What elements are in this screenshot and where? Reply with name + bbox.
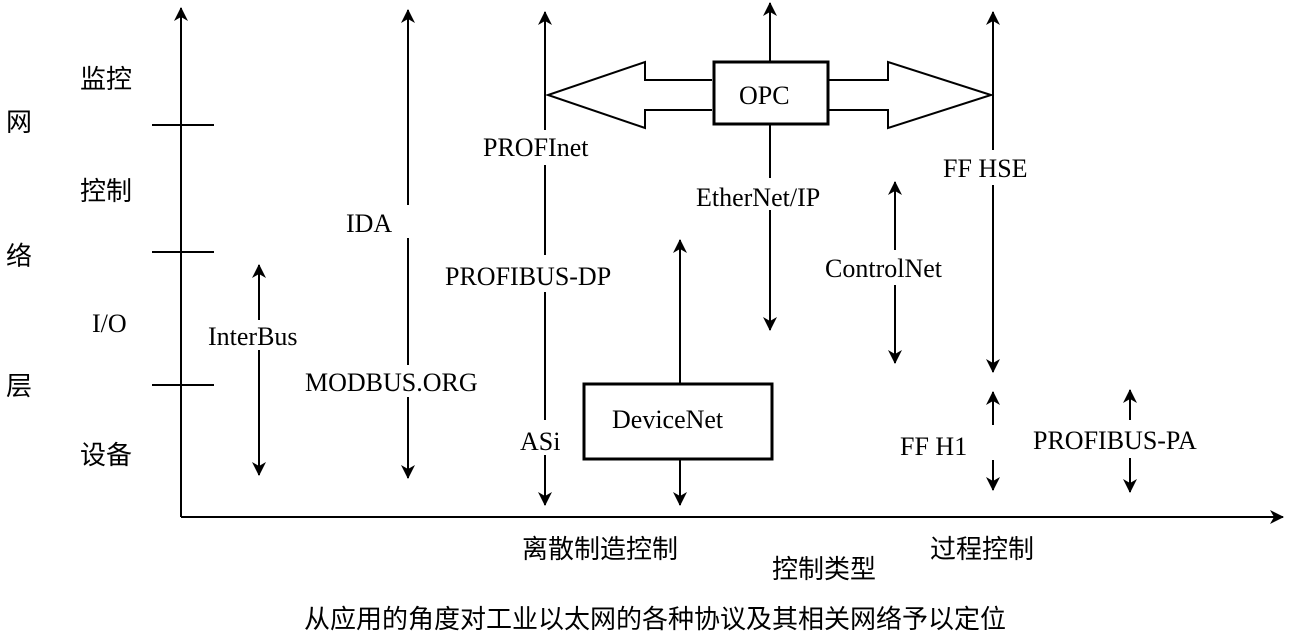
axis-title-char-3: 层 (6, 372, 32, 402)
axis-title-char-1: 网 (6, 108, 32, 138)
asi-label: ASi (520, 427, 560, 456)
profibus-pa-label: PROFIBUS-PA (1033, 426, 1197, 455)
opc-right-fat-arrow (828, 60, 995, 130)
opc-left-fat-arrow (544, 60, 712, 130)
devicenet-box (582, 382, 774, 461)
controlnet-label: ControlNet (825, 254, 943, 283)
level-label-device: 设备 (80, 441, 132, 471)
level-label-supervisory: 监控 (80, 65, 132, 95)
opc-box (712, 60, 830, 126)
interbus-label: InterBus (208, 322, 298, 351)
level-label-io: I/O (92, 309, 127, 338)
axis-title-char-2: 络 (6, 242, 32, 272)
ida-label: IDA (346, 209, 392, 238)
profinet-label: PROFInet (483, 133, 589, 162)
category-process-label: 过程控制 (930, 535, 1034, 565)
ff-h1-label: FF H1 (900, 432, 967, 461)
modbus-label: MODBUS.ORG (305, 368, 478, 397)
category-discrete-label: 离散制造控制 (522, 535, 678, 565)
opc-label: OPC (739, 81, 790, 110)
profibus-dp-label: PROFIBUS-DP (445, 262, 611, 291)
figure-caption: 从应用的角度对工业以太网的各种协议及其相关网络予以定位 (304, 605, 1006, 635)
ethernet-ip-label: EtherNet/IP (696, 183, 820, 212)
devicenet-label: DeviceNet (612, 405, 724, 434)
ff-hse-label: FF HSE (943, 154, 1028, 183)
horizontal-axis-title: 控制类型 (772, 555, 876, 585)
level-label-control: 控制 (80, 177, 132, 207)
